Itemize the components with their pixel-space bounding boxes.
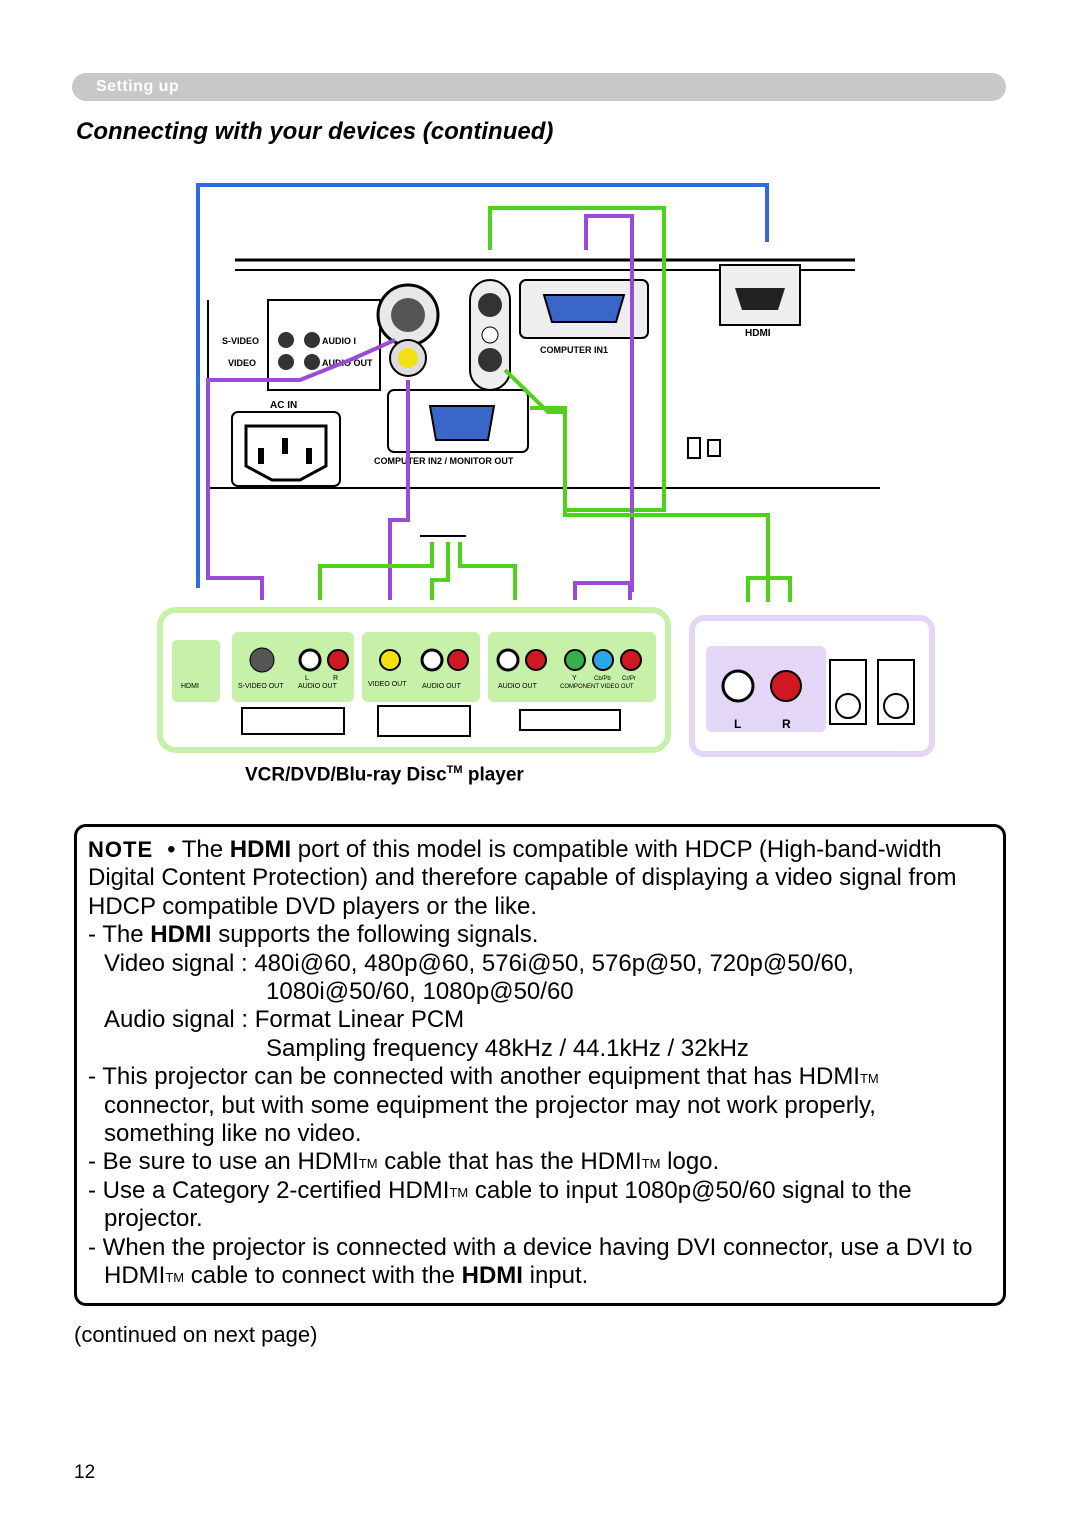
page-heading: Connecting with your devices (continued): [76, 118, 554, 145]
note-paragraph-1: NOTE • The HDMI port of this model is com…: [88, 836, 988, 921]
page-number: 12: [74, 1462, 96, 1483]
hdmi-port-label: HDMI: [745, 328, 771, 339]
computer-in2-label: COMPUTER IN2 / MONITOR OUT: [374, 456, 514, 466]
device-l-label: L: [305, 675, 309, 682]
device-r-label: R: [333, 675, 338, 682]
speaker-l-label: L: [734, 717, 741, 731]
item4-post: logo.: [660, 1148, 720, 1176]
device-audio-out-label-2: AUDIO OUT: [422, 683, 462, 690]
video-signal-line-2: 1080i@50/60, 1080p@50/60: [266, 978, 574, 1006]
s-video-label: S-VIDEO: [222, 336, 259, 346]
ac-in-label: AC IN: [270, 400, 297, 411]
video-signal-line-1: Video signal : 480i@60, 480p@60, 576i@50…: [104, 949, 854, 977]
supports-pre: - The: [88, 921, 151, 949]
device-hdmi-label: HDMI: [181, 683, 199, 690]
item4-mid: cable that has the HDMI: [377, 1148, 642, 1176]
item6-hdmi-bold: HDMI: [461, 1262, 523, 1290]
supports-hdmi-bold: HDMI: [150, 921, 212, 949]
cables: [196, 183, 792, 602]
note-hdmi-bold: HDMI: [229, 836, 292, 863]
caption-text: VCR/DVD/Blu-ray Disc: [245, 764, 447, 786]
audio-signal-line: Audio signal : Format Linear PCM: [104, 1006, 465, 1034]
diagram-caption: VCR/DVD/Blu-ray DiscTM player: [245, 764, 524, 786]
device-s-video-out-label: S-VIDEO OUT: [238, 683, 284, 690]
supports-rest: supports the following signals.: [211, 921, 539, 949]
device-audio-out-label-1: AUDIO OUT: [298, 683, 338, 690]
note-supports-line: - The HDMI supports the following signal…: [88, 921, 988, 949]
audio-in-label: AUDIO I: [322, 336, 356, 346]
note-bullet-rest: port of this model is compatible with HD…: [88, 836, 957, 920]
item3-post: connector, but with some equipment the p…: [104, 1091, 876, 1148]
continued-text: (continued on next page): [74, 1322, 318, 1347]
item6-post: input.: [522, 1262, 589, 1290]
note-bullet: • The: [167, 836, 230, 863]
note-box: [74, 824, 1006, 1306]
device-video-out-label: VIDEO OUT: [368, 681, 407, 688]
item4-tm-2: TM: [641, 1156, 661, 1172]
item6-mid: cable to connect with the: [184, 1262, 462, 1290]
section-label: Setting up: [96, 78, 180, 95]
note-item-4: - Be sure to use an HDMITM cable that ha…: [88, 1148, 988, 1176]
device-audio-out-label-3: AUDIO OUT: [498, 683, 538, 690]
speaker-panel: L R: [689, 615, 935, 757]
computer-in1-label: COMPUTER IN1: [540, 345, 608, 355]
caption-tm: TM: [446, 764, 463, 776]
speaker-r-label: R: [782, 717, 791, 731]
item5-pre: - Use a Category 2-certified HDMI: [88, 1176, 450, 1204]
note-item-5: - Use a Category 2-certified HDMITM cabl…: [88, 1177, 988, 1234]
item5-post: cable to input 1080p@50/60 signal to the…: [104, 1176, 912, 1233]
item5-tm: TM: [449, 1184, 469, 1200]
note-label: NOTE: [88, 837, 154, 862]
note-item-6: - When the projector is connected with a…: [88, 1234, 988, 1291]
source-device-panel: HDMI S-VIDEO OUT AUDIO OUT VIDEO OUT AUD…: [157, 607, 671, 753]
device-y-label: Y: [572, 675, 577, 682]
projector-panel: COMPUTER IN1 HDMI S-VIDEO VIDEO AUDIO I …: [207, 258, 880, 489]
item3-tm: TM: [859, 1071, 879, 1087]
caption-text-after: player: [462, 764, 524, 786]
item4-pre: - Be sure to use an HDMI: [88, 1148, 359, 1176]
item3-pre: - This projector can be connected with a…: [88, 1063, 860, 1091]
connection-diagram: COMPUTER IN1 HDMI S-VIDEO VIDEO AUDIO I …: [157, 183, 935, 757]
device-cb-label: Cb/Pb: [594, 676, 611, 682]
item6-pre: - When the projector is connected with a…: [88, 1233, 973, 1290]
device-component-label: COMPONENT VIDEO OUT: [560, 684, 634, 690]
note-item-3: - This projector can be connected with a…: [88, 1063, 988, 1148]
item6-tm: TM: [165, 1270, 185, 1286]
note-content: NOTE • The HDMI port of this model is com…: [88, 836, 988, 1291]
item4-tm-1: TM: [358, 1156, 378, 1172]
device-cr-label: Cr/Pr: [622, 676, 636, 682]
section-bar: Setting up: [72, 73, 1006, 101]
sampling-line: Sampling frequency 48kHz / 44.1kHz / 32k…: [266, 1034, 749, 1062]
video-label: VIDEO: [228, 358, 256, 368]
